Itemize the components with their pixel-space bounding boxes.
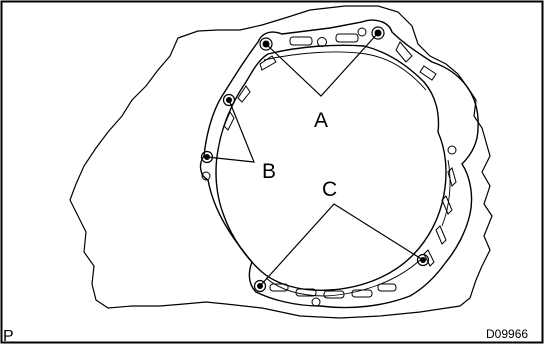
leader-a <box>265 32 379 97</box>
leader-c <box>259 203 424 287</box>
leader-lines <box>206 32 424 287</box>
figure-id: D09966 <box>486 327 528 341</box>
corner-label: P <box>3 328 14 344</box>
flange-holes <box>201 27 457 307</box>
flange-pockets <box>223 33 457 299</box>
bore-circle <box>215 44 447 292</box>
leader-b <box>206 99 255 163</box>
housing-outline <box>69 5 493 319</box>
flange-outline <box>199 19 479 309</box>
flange-inner-ridge <box>263 51 451 297</box>
callout-a: A <box>314 109 328 132</box>
callout-b: B <box>262 160 276 183</box>
callout-c: C <box>322 178 337 201</box>
